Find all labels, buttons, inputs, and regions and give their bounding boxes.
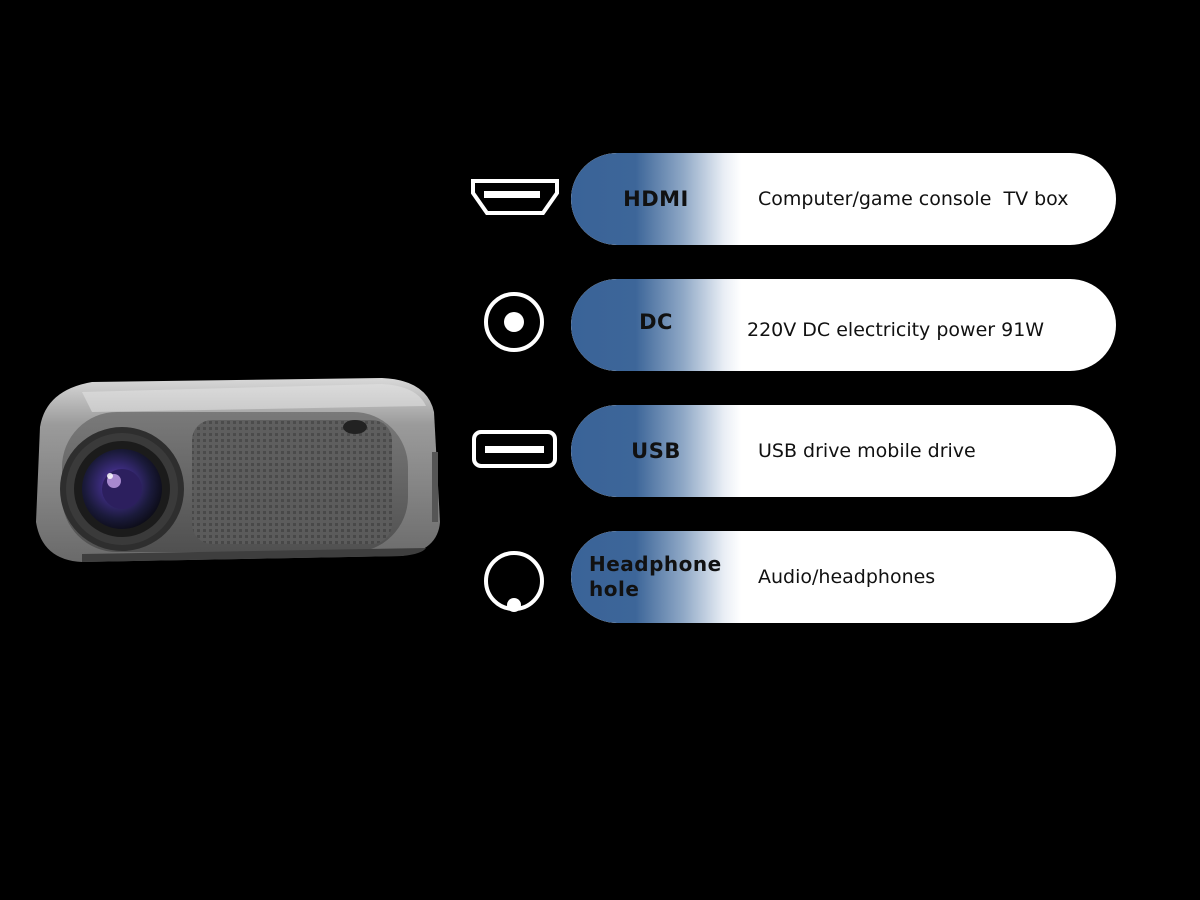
port-description: USB drive mobile drive xyxy=(758,440,976,462)
port-row-hdmi: HDMI Computer/game console TV box xyxy=(468,153,1118,245)
label-background xyxy=(571,531,741,623)
projector-image xyxy=(22,372,442,572)
dc-info-pill: DC 220V DC electricity power 91W xyxy=(571,279,1116,371)
headphone-info-pill: Headphone hole Audio/headphones xyxy=(571,531,1116,623)
port-description: 220V DC electricity power 91W xyxy=(747,319,1045,341)
hdmi-port-icon xyxy=(468,153,562,245)
label-background xyxy=(571,153,741,245)
port-description: Computer/game console TV box xyxy=(758,188,1069,210)
port-description: Audio/headphones xyxy=(758,566,936,588)
port-label: HDMI xyxy=(623,187,689,211)
port-label: USB xyxy=(631,439,681,463)
port-row-dc: DC 220V DC electricity power 91W xyxy=(468,279,1118,371)
port-label: Headphone hole xyxy=(589,552,722,601)
dc-power-port-icon xyxy=(468,279,562,371)
usb-port-icon xyxy=(468,405,562,497)
port-label: DC xyxy=(639,310,673,334)
port-row-headphone: Headphone hole Audio/headphones xyxy=(468,531,1118,623)
hdmi-info-pill: HDMI Computer/game console TV box xyxy=(571,153,1116,245)
port-row-usb: USB USB drive mobile drive xyxy=(468,405,1118,497)
headphone-jack-icon xyxy=(468,531,562,623)
usb-info-pill: USB USB drive mobile drive xyxy=(571,405,1116,497)
label-background xyxy=(571,405,741,497)
label-background xyxy=(571,279,741,371)
